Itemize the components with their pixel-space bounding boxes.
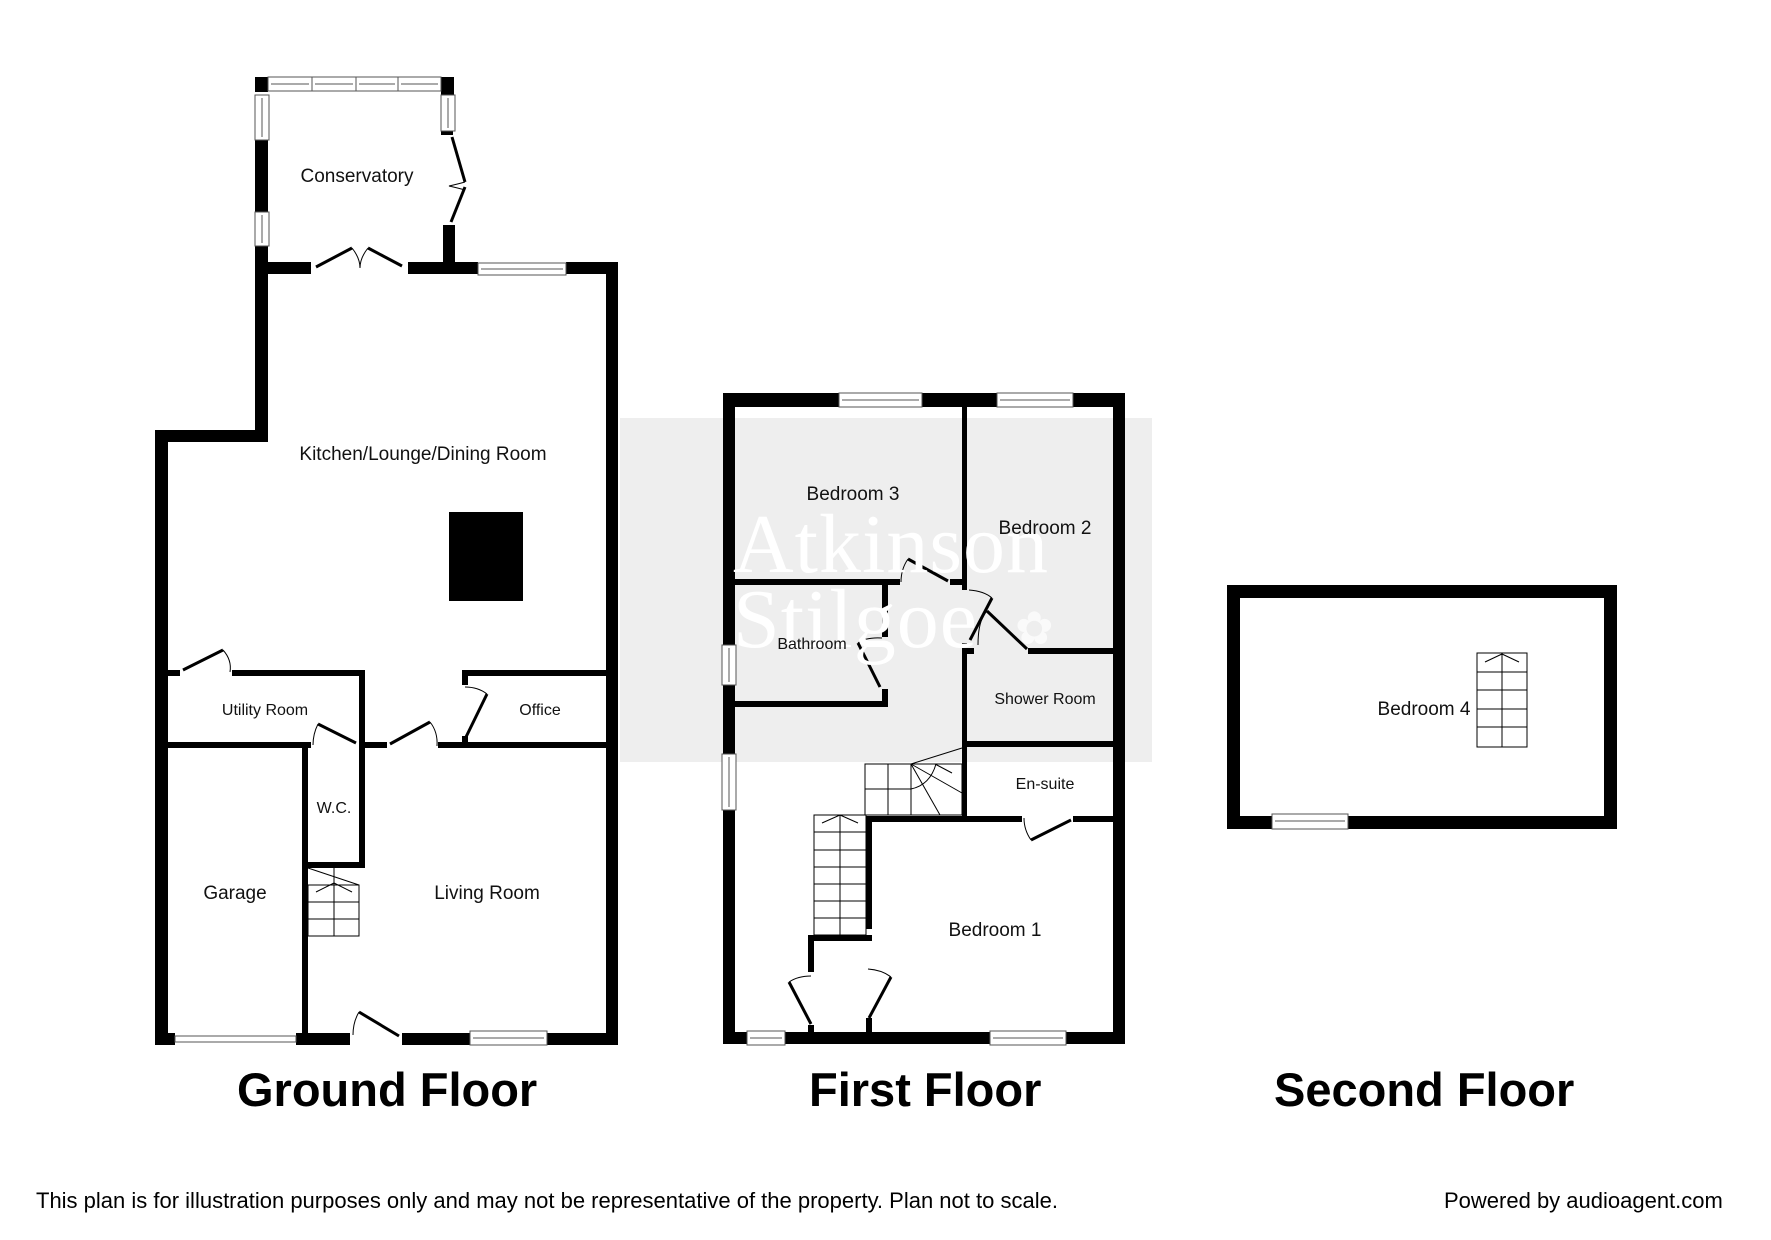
first-floor-windows [721, 392, 1074, 1046]
room-label-en-suite: En-suite [1015, 776, 1075, 793]
room-label-office: Office [519, 702, 561, 719]
room-label-kitchen: Kitchen/Lounge/Dining Room [299, 444, 547, 465]
ground-floor-stairs [307, 867, 360, 937]
room-label-wc: W.C. [316, 800, 352, 817]
floor-title-second: Second Floor [1274, 1063, 1575, 1116]
kitchen-island [449, 512, 523, 601]
room-label-bedroom-4: Bedroom 4 [1377, 699, 1471, 720]
room-label-conservatory: Conservatory [300, 166, 414, 187]
ground-floor-plan [155, 77, 618, 1045]
second-floor-window [1271, 813, 1349, 830]
second-floor-stairs [1476, 652, 1528, 748]
room-label-bedroom-1: Bedroom 1 [948, 920, 1042, 941]
room-label-bedroom-3: Bedroom 3 [806, 484, 900, 505]
first-floor-plan [723, 393, 1125, 1044]
room-label-utility: Utility Room [221, 702, 309, 719]
room-label-living: Living Room [434, 883, 540, 904]
first-floor-doors [787, 557, 1072, 1025]
flower-icon: ✿ [1015, 602, 1054, 654]
room-label-bathroom: Bathroom [777, 636, 847, 653]
powered-by-text: Powered by audioagent.com [1444, 1188, 1723, 1213]
second-floor-plan [1227, 585, 1617, 829]
room-label-shower-room: Shower Room [994, 691, 1096, 708]
room-label-bedroom-2: Bedroom 2 [998, 518, 1092, 539]
watermark-line-2: Stilgoe [733, 573, 979, 666]
first-floor-stairs [813, 747, 963, 936]
ground-floor-doors [182, 136, 489, 1038]
floor-title-ground: Ground Floor [237, 1063, 538, 1116]
disclaimer-text: This plan is for illustration purposes o… [36, 1188, 1058, 1213]
watermark-line-1: Atkinson [733, 498, 1050, 591]
room-label-garage: Garage [203, 883, 267, 904]
floor-title-first: First Floor [809, 1063, 1042, 1116]
ground-floor-windows [174, 76, 567, 1046]
